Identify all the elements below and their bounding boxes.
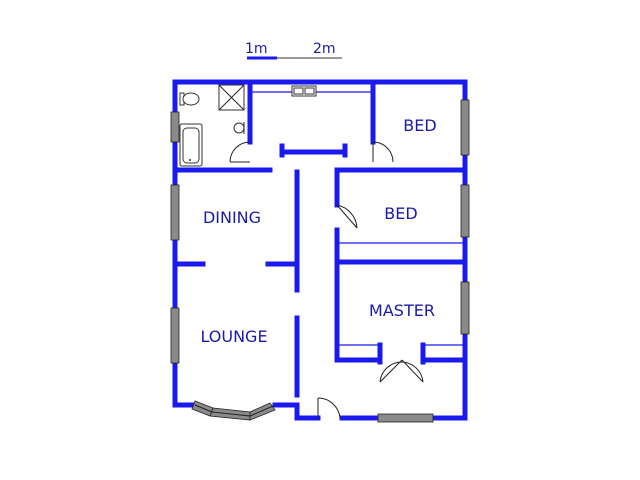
bay-window [191,400,276,421]
window-bed-1 [460,99,470,156]
kitchen-sink-icon [291,85,317,97]
window-bed-2 [460,184,470,238]
toilet-icon [179,92,200,106]
scale-label-1m: 1m [245,41,268,57]
scale-bar: 1m 2m [245,41,342,60]
door-bed-2 [336,204,358,229]
window-master [460,281,470,335]
door-master-right [401,359,424,383]
bathroom-fixtures [179,84,245,167]
door-entrance [317,397,341,419]
room-labels: BED BED DINING MASTER LOUNGE [200,116,436,346]
window-bottom [377,413,434,423]
room-label-master: MASTER [369,301,435,320]
door-master-left [379,359,403,383]
doors [229,141,424,419]
window-dining [170,184,180,241]
window-bathroom [170,111,180,143]
door-bed-1 [372,141,394,163]
basin-icon [233,122,245,134]
door-bathroom [229,141,251,163]
bathtub-icon [179,123,203,167]
scale-label-2m: 2m [313,41,336,57]
windows [170,99,470,423]
room-label-bed-2: BED [384,204,417,223]
window-lounge [170,307,180,364]
room-label-bed-1: BED [403,116,436,135]
room-label-dining: DINING [203,208,261,227]
room-label-lounge: LOUNGE [200,327,267,346]
